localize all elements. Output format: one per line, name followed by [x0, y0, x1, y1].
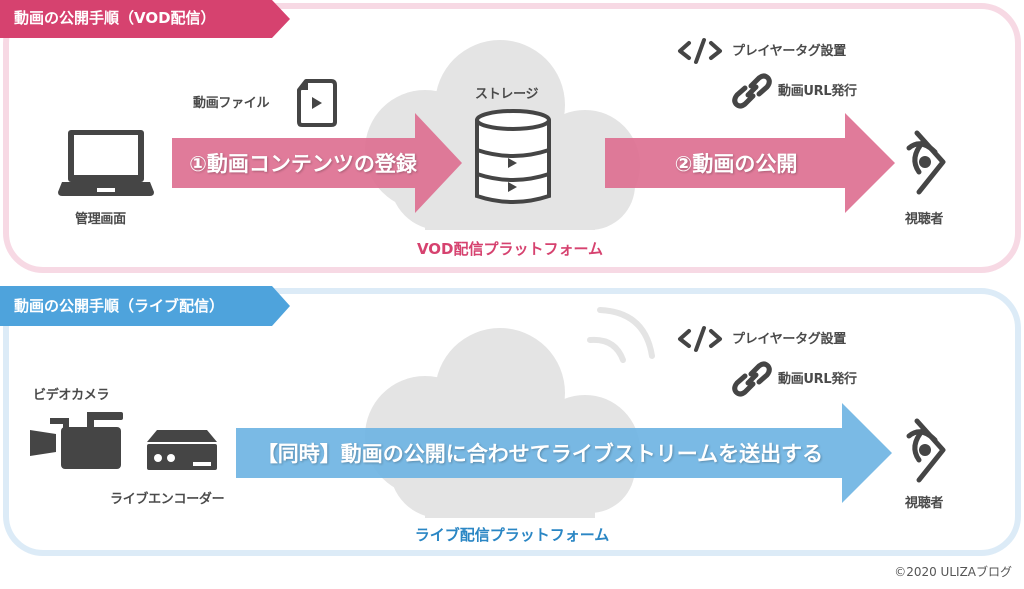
vod-player-tag-label: プレイヤータグ設置: [732, 44, 846, 59]
storage-label: ストレージ: [475, 87, 539, 102]
copyright: ©2020 ULIZAブログ: [894, 565, 1012, 579]
live-stream-label: 【同時】動画の公開に合わせてライブストリームを送出する: [256, 442, 824, 466]
vod-url-issue-label: 動画URL発行: [778, 84, 857, 99]
step2-label: ②動画の公開: [674, 152, 798, 176]
vod-header-banner: [0, 0, 290, 38]
vod-header-title: 動画の公開手順（VOD配信）: [14, 9, 216, 27]
video-file-label: 動画ファイル: [193, 96, 270, 111]
video-file-icon: [297, 79, 337, 127]
link-icon: [732, 73, 772, 109]
live-viewer-label: 視聴者: [905, 496, 944, 511]
step1-arrow: [172, 113, 462, 213]
video-camera-label: ビデオカメラ: [33, 388, 110, 403]
live-stream-arrow: [236, 403, 892, 503]
live-panel: [3, 288, 1021, 556]
video-camera-icon: [30, 412, 123, 469]
live-encoder-label: ライブエンコーダー: [110, 492, 225, 507]
code-tag-icon: [678, 326, 722, 352]
live-platform-label: ライブ配信プラットフォーム: [414, 526, 610, 544]
vod-platform-label: VOD配信プラットフォーム: [416, 240, 604, 258]
step2-arrow: [605, 113, 895, 213]
step1-label: ①動画コンテンツの登録: [189, 152, 417, 176]
laptop-icon: [58, 130, 154, 196]
code-tag-icon: [678, 38, 722, 64]
storage-database-icon: [475, 109, 551, 204]
live-header-title: 動画の公開手順（ライブ配信）: [14, 297, 225, 315]
link-icon: [732, 361, 772, 397]
live-encoder-icon: [147, 430, 217, 470]
broadcast-signal-icon: [587, 307, 655, 363]
vod-panel: [3, 3, 1021, 273]
live-url-issue-label: 動画URL発行: [778, 372, 857, 387]
vod-viewer-label: 視聴者: [905, 212, 944, 227]
live-header-banner: [0, 286, 290, 326]
admin-label: 管理画面: [75, 212, 126, 227]
viewer-eye-icon: [906, 418, 946, 483]
viewer-eye-icon: [906, 130, 946, 195]
live-player-tag-label: プレイヤータグ設置: [732, 332, 846, 347]
